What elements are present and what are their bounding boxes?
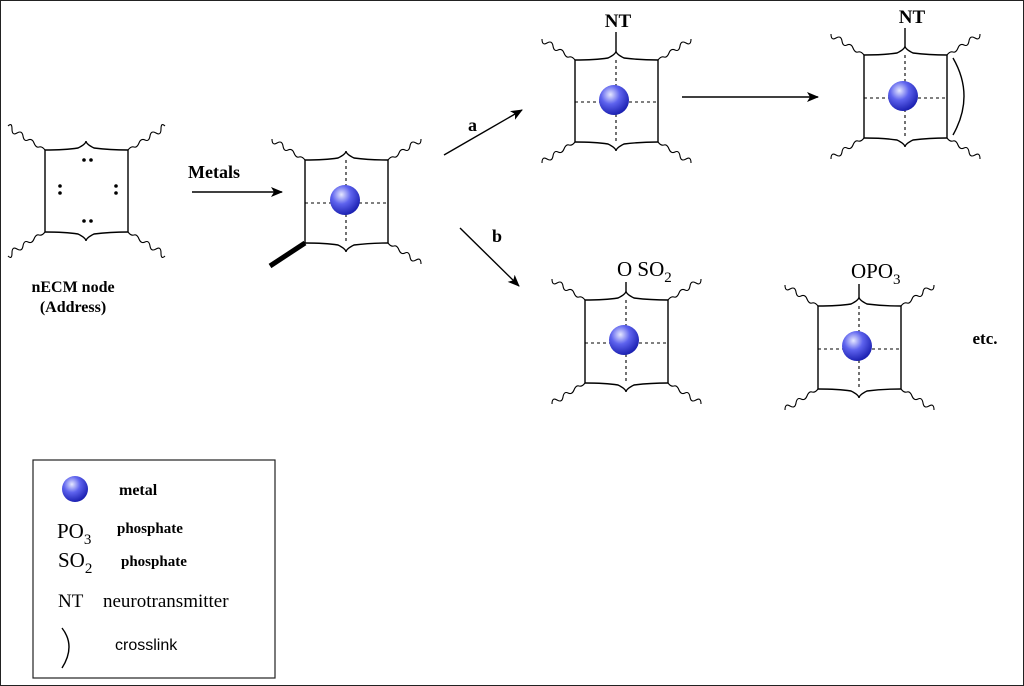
metal-sphere — [842, 331, 872, 361]
opo3-label: OPO3 — [851, 259, 901, 288]
legend-metal-icon — [62, 476, 88, 502]
necm-node — [7, 124, 166, 258]
crosslink-arc — [952, 57, 965, 136]
path-a-label: a — [468, 115, 477, 135]
nt-node-1 — [541, 32, 692, 164]
lone-pair-dots — [58, 158, 118, 223]
legend-so2-desc: phosphate — [121, 554, 187, 570]
metal-sphere — [609, 325, 639, 355]
arrow-b — [459, 227, 520, 287]
path-b-label: b — [492, 226, 502, 246]
phosphate-node — [784, 284, 935, 411]
metal-node — [268, 138, 422, 269]
legend-metal-label: metal — [119, 482, 158, 499]
address-label: (Address) — [40, 299, 106, 316]
nt-label-2: NT — [899, 7, 926, 28]
legend-so2-formula: SO2 — [58, 548, 92, 577]
bold-bond — [268, 240, 307, 269]
etc-label: etc. — [972, 329, 997, 348]
legend-crosslink-icon — [61, 627, 70, 669]
legend: metal PO3 phosphate SO2 phosphate NT neu… — [32, 459, 276, 679]
nt-label-1: NT — [605, 11, 632, 32]
necm-label: nECM node — [31, 279, 114, 296]
sulfate-node — [551, 278, 702, 405]
nt-node-2 — [830, 28, 981, 160]
legend-nt-abbrev: NT — [58, 591, 84, 612]
legend-po3-formula: PO3 — [57, 519, 91, 548]
metal-sphere — [599, 85, 629, 115]
arrow-a — [443, 109, 523, 156]
legend-crosslink-desc: crosslink — [115, 637, 178, 654]
legend-po3-desc: phosphate — [117, 521, 183, 537]
metal-sphere — [330, 185, 360, 215]
metals-label: Metals — [188, 162, 240, 182]
metal-sphere — [888, 81, 918, 111]
legend-box — [32, 459, 276, 679]
legend-nt-desc: neurotransmitter — [103, 591, 229, 612]
oso2-label: O SO2 — [617, 257, 672, 286]
